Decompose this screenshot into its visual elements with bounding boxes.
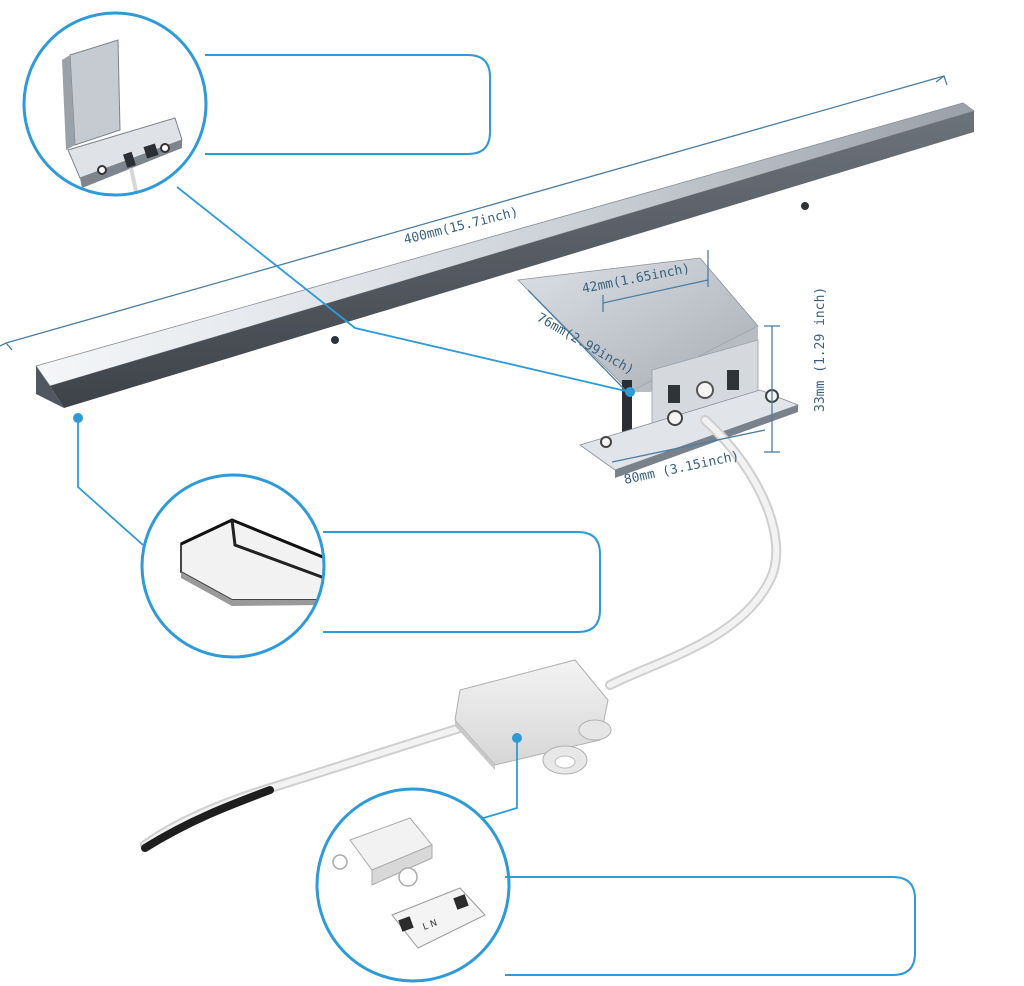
power-cable: [140, 415, 782, 852]
height-dimension-label: 33mm (1.29 inch): [813, 287, 828, 412]
driver-callout: L N: [315, 787, 916, 983]
light-bar-end-face: [36, 366, 64, 408]
arm-slot: [622, 380, 632, 450]
bracket-callout: [22, 11, 491, 197]
bracket-screw-center: [696, 381, 714, 399]
power-cable-black-end: [141, 786, 274, 852]
driver-box: [454, 659, 612, 775]
screw-hole-right: [801, 202, 809, 210]
bracket-slot-right: [727, 370, 739, 390]
svg-text:L N: L N: [422, 918, 439, 932]
screw-hole-left: [331, 336, 339, 344]
callout-leaders: [73, 186, 635, 823]
light-bar-front-face: [50, 111, 974, 408]
wall-bracket: [579, 370, 800, 478]
end-cap-callout: [140, 473, 601, 659]
dimension-lines: [0, 74, 948, 463]
mounting-arm: [517, 257, 759, 450]
bracket-slot-left: [668, 385, 680, 403]
light-bar: [35, 102, 975, 408]
